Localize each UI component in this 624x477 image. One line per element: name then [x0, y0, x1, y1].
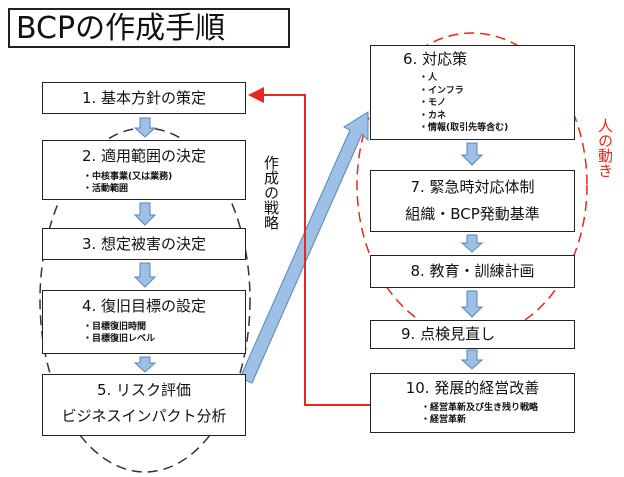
step-9-box: 9. 点検見直し: [370, 320, 575, 349]
step-item: インフラ: [419, 85, 574, 98]
step-10-box: 10. 発展的経営改善 経営革新及び生き残り戦略経営革新: [370, 373, 575, 433]
down-arrow: [460, 349, 484, 370]
step-item: 目標復旧時間: [83, 321, 245, 333]
step-2-box: 2. 適用範囲の決定 中核事業(又は業務)活動範囲: [42, 140, 246, 200]
step-1-box: 1. 基本方針の策定: [42, 82, 246, 114]
down-arrow: [133, 356, 157, 373]
down-arrow: [133, 262, 157, 288]
strategy-label: 作成の戦略: [262, 155, 280, 230]
step-label: 5. リスク評価: [96, 381, 192, 399]
down-arrow: [460, 142, 484, 166]
step-item: 目標復旧レベル: [83, 333, 245, 345]
step-4-box: 4. 復旧目標の設定 目標復旧時間目標復旧レベル: [42, 290, 246, 354]
step-label: 8. 教育・訓練計画: [410, 262, 535, 280]
step-label: 9. 点検見直し: [401, 325, 496, 343]
step-5-box: 5. リスク評価 ビジネスインパクト分析: [42, 374, 246, 436]
down-arrow: [460, 234, 484, 253]
step-item: カネ: [419, 110, 574, 123]
step-label: 3. 想定被害の決定: [81, 235, 207, 253]
step-label: 4. 復旧目標の設定: [81, 297, 207, 315]
step-item: 経営革新: [421, 414, 574, 426]
down-arrow: [460, 290, 484, 318]
step-7-box: 7. 緊急時対応体制 組織・BCP発動基準: [370, 170, 575, 232]
step-8-box: 8. 教育・訓練計画: [370, 255, 575, 288]
step-label: 2. 適用範囲の決定: [81, 147, 207, 165]
people-label: 人の動き: [596, 118, 614, 178]
step-item: 活動範囲: [83, 183, 245, 195]
step-item: 人: [419, 72, 574, 85]
step-item: 中核事業(又は業務): [83, 171, 245, 183]
step-item: 経営革新及び生き残り戦略: [421, 402, 574, 414]
feedback-arrow: [248, 87, 370, 406]
step-item: モノ: [419, 97, 574, 110]
step-label: 7. 緊急時対応体制: [410, 178, 535, 196]
step-label: ビジネスインパクト分析: [61, 407, 227, 425]
down-arrow: [133, 117, 157, 138]
step-label: 6. 対応策: [403, 50, 468, 68]
step-label: 10. 発展的経営改善: [405, 379, 540, 397]
down-arrow: [133, 202, 157, 226]
step-6-box: 6. 対応策 人 インフラ モノ カネ 情報(取引先等含む): [370, 45, 575, 140]
step-item: 情報(取引先等含む): [419, 122, 574, 135]
step-label: 1. 基本方針の策定: [81, 89, 207, 107]
page-title: BCPの作成手順: [8, 8, 290, 48]
step-label: 組織・BCP発動基準: [405, 205, 540, 223]
step-3-box: 3. 想定被害の決定: [42, 228, 246, 260]
